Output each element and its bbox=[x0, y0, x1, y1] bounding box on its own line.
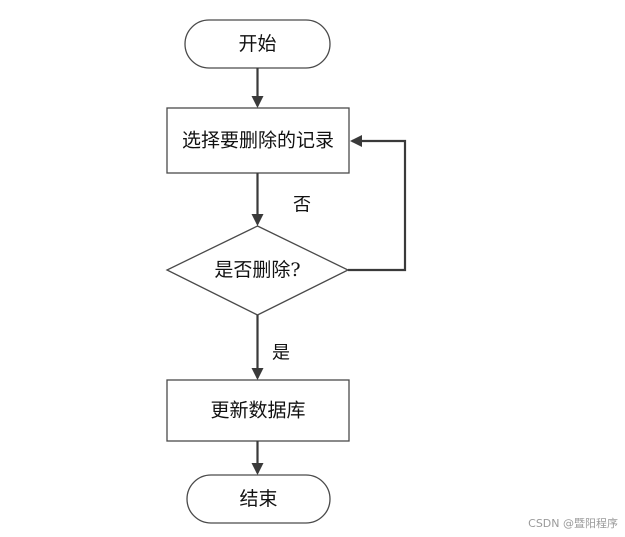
end-node-label: 结束 bbox=[239, 488, 277, 510]
confirm-delete-decision-label: 是否删除? bbox=[214, 259, 300, 281]
update-db-node: 更新数据库 bbox=[166, 379, 350, 442]
watermark: CSDN @暨阳程序 bbox=[528, 516, 618, 530]
start-node-label: 开始 bbox=[238, 33, 276, 55]
edge-label-no: 否 bbox=[293, 195, 311, 216]
confirm-delete-decision: 是否删除? bbox=[165, 225, 350, 316]
edge-label-yes: 是 bbox=[272, 343, 290, 364]
start-node: 开始 bbox=[184, 19, 331, 69]
select-record-node: 选择要删除的记录 bbox=[166, 107, 350, 174]
select-record-node-label: 选择要删除的记录 bbox=[182, 130, 334, 152]
update-db-node-label: 更新数据库 bbox=[210, 400, 305, 422]
connector-loop-back bbox=[348, 135, 407, 272]
end-node: 结束 bbox=[186, 474, 331, 524]
